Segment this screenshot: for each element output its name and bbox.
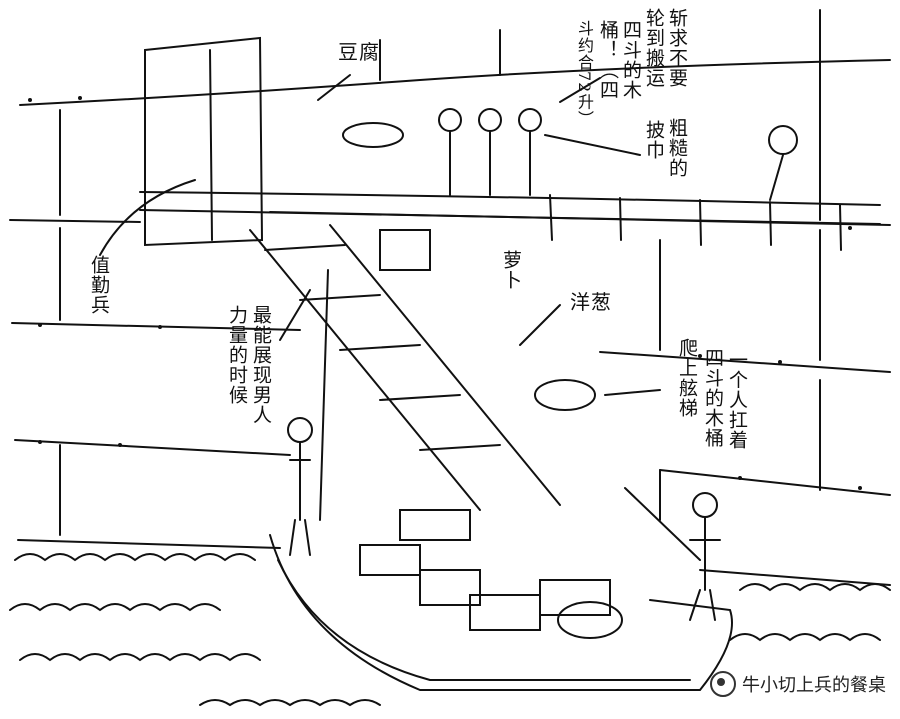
rivet	[698, 354, 702, 358]
crate	[539, 579, 611, 616]
rivet	[158, 325, 162, 329]
hull-line	[14, 439, 891, 496]
railing-post	[549, 194, 842, 251]
lifebuoy	[768, 125, 798, 155]
rivet	[848, 226, 852, 230]
crate	[379, 229, 431, 271]
boat-gunwale	[277, 559, 691, 681]
annotation-arrow	[559, 77, 601, 103]
gangway	[249, 224, 561, 511]
boat-hull	[269, 534, 733, 691]
water-wave	[19, 653, 261, 662]
crate	[399, 509, 471, 541]
pole	[319, 269, 329, 521]
water-wave	[14, 553, 256, 562]
hull-seam	[379, 29, 501, 81]
annotation-arrow	[544, 134, 641, 156]
crate	[359, 544, 421, 576]
watermark-text: 牛小切上兵的餐桌	[742, 675, 886, 696]
hull-line	[11, 322, 891, 373]
rivet	[858, 486, 862, 490]
sailor-figure	[689, 492, 721, 621]
label-duty-soldier: 值勤兵	[88, 255, 110, 315]
label-tofu: 豆腐	[338, 40, 380, 64]
annotation-arrow	[279, 289, 311, 341]
hull-line	[17, 539, 891, 586]
water-wave	[9, 603, 221, 612]
annotation-arrow	[317, 74, 351, 101]
rivet	[78, 96, 82, 100]
barrel	[342, 122, 404, 148]
sailor-figure	[287, 417, 313, 556]
annotation-arrow	[519, 304, 561, 346]
water-wave	[739, 583, 891, 592]
rivet	[28, 98, 32, 102]
crate	[419, 569, 481, 606]
rivet	[38, 323, 42, 327]
rivet	[738, 476, 742, 480]
watermark: 牛小切上兵的餐桌	[710, 671, 886, 697]
water-wave	[729, 633, 881, 642]
annotation-arrow	[604, 389, 661, 396]
label-radish: 萝卜	[500, 250, 522, 290]
deckhouse	[144, 36, 264, 247]
water-wave	[199, 699, 381, 707]
barrel	[557, 601, 623, 639]
hull-line	[9, 211, 891, 226]
rivet	[38, 440, 42, 444]
sailor-figure	[438, 108, 542, 196]
label-onion: 洋葱	[570, 290, 612, 314]
hull-line	[19, 59, 891, 106]
rivet	[778, 360, 782, 364]
rivet	[118, 443, 122, 447]
barrel	[534, 379, 596, 411]
wechat-icon	[710, 671, 736, 697]
annotation-arrow	[99, 179, 196, 256]
pole	[624, 487, 701, 561]
deck-railing	[139, 191, 881, 225]
